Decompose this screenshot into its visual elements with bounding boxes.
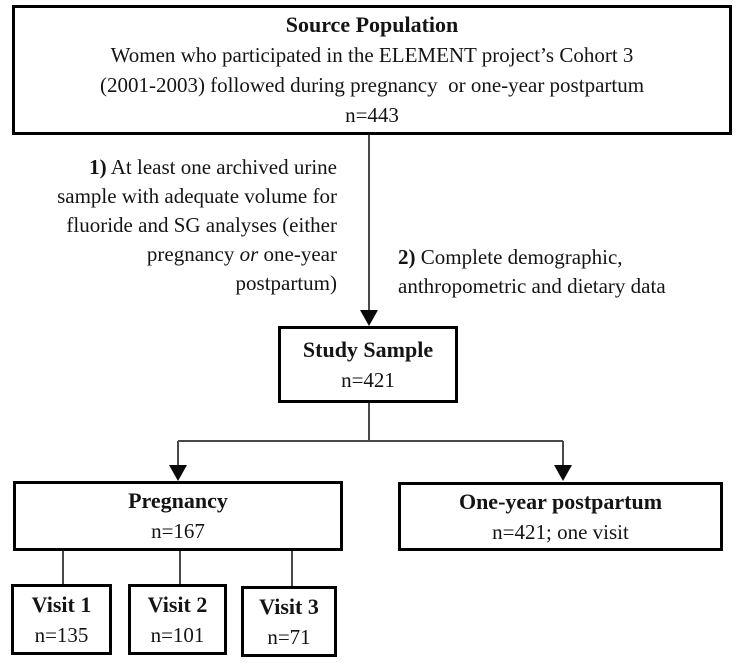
study-sample-title: Study Sample [302,336,434,362]
criterion1-line5: postpartum) [235,271,337,295]
source-population-description-line1: Women who participated in the ELEMENT pr… [110,43,634,67]
visit2-count: n=101 [150,622,205,647]
criterion1-line4-text-b: one-year [258,242,337,266]
box-study-sample: Study Sample n=421 [278,326,458,403]
source-population-count: n=443 [345,103,399,127]
criterion1-number: 1) [89,155,107,179]
note-inclusion-criterion-2: 2) Complete demographic, anthropometric … [398,243,733,301]
visit3-title: Visit 3 [259,593,319,619]
postpartum-title: One-year postpartum [458,488,663,514]
criterion2-line1-text: Complete demographic, [415,245,623,269]
criterion1-line1: 1) At least one archived urine [30,153,337,182]
criterion1-line2: sample with adequate volume for [57,184,337,208]
visit3-count: n=71 [267,624,311,649]
source-population-description-line2: (2001-2003) followed during pregnancy or… [99,73,645,97]
criterion1-line3: fluoride and SG analyses (either [66,213,337,237]
study-sample-count: n=421 [341,367,395,392]
visit1-count: n=135 [34,622,89,647]
box-visit-2: Visit 2 n=101 [128,584,227,655]
arrow-source-to-study-head [360,310,378,326]
postpartum-count: n=421; one visit [492,519,629,544]
box-one-year-postpartum: One-year postpartum n=421; one visit [398,482,723,551]
box-visit-3: Visit 3 n=71 [241,586,337,657]
visit2-title: Visit 2 [147,591,208,617]
note-inclusion-criterion-1: 1) At least one archived urine sample wi… [30,153,337,298]
criterion1-line4-text-a: pregnancy [146,242,240,266]
criterion2-line2: anthropometric and dietary data [398,274,666,298]
criterion2-number: 2) [398,245,416,269]
box-source-population: Source Population Women who participated… [12,5,732,135]
criterion1-line4: pregnancy or one-year [30,240,337,269]
arrow-to-pregnancy-head [169,465,187,481]
pregnancy-title: Pregnancy [128,488,228,513]
source-population-title: Source Population [285,12,459,37]
arrow-to-postpartum-head [554,465,572,481]
visit1-title: Visit 1 [31,591,92,617]
criterion2-line1: 2) Complete demographic, [398,243,733,272]
criterion1-line1-text: At least one archived urine [106,155,337,179]
pregnancy-count: n=167 [151,519,205,543]
criterion1-line4-italic-or: or [239,242,259,266]
box-visit-1: Visit 1 n=135 [11,584,112,655]
box-pregnancy: Pregnancy n=167 [13,481,343,551]
